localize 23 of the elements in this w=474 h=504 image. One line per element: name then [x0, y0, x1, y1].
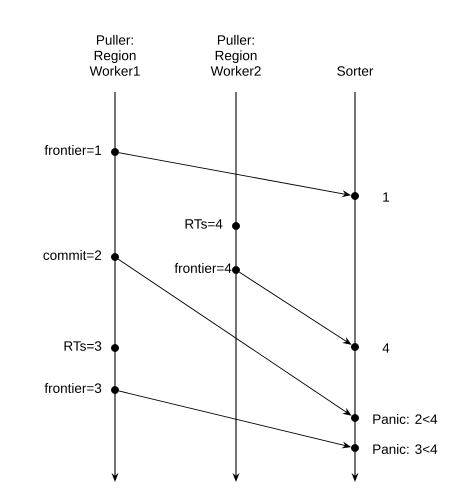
event-label: 1 [383, 192, 390, 202]
event-label: RTs=4 [186, 219, 222, 229]
lifeline-header: Puller: Region Worker1 [90, 34, 140, 76]
event-dot [111, 344, 119, 352]
event-label: commit=2 [44, 250, 102, 260]
event-label: Panic: 3<4 [373, 444, 438, 454]
lifeline-header: Sorter [337, 66, 374, 76]
event-label: Panic: 2<4 [373, 414, 438, 424]
event-label: 4 [382, 343, 390, 353]
event-dot [232, 266, 240, 274]
event-label: frontier=4 [174, 263, 232, 273]
event-dot [351, 192, 359, 200]
event-dot [351, 444, 359, 452]
event-dot [111, 386, 119, 394]
event-dot [351, 414, 359, 422]
event-dot [111, 148, 119, 156]
event-dot [111, 253, 119, 261]
event-label: RTs=3 [64, 341, 102, 351]
event-dot [351, 343, 359, 351]
lifeline-header: Puller: Region Worker2 [210, 34, 261, 76]
event-label: frontier=3 [44, 383, 102, 393]
event-dot [232, 222, 240, 230]
event-label: frontier=1 [44, 145, 102, 155]
